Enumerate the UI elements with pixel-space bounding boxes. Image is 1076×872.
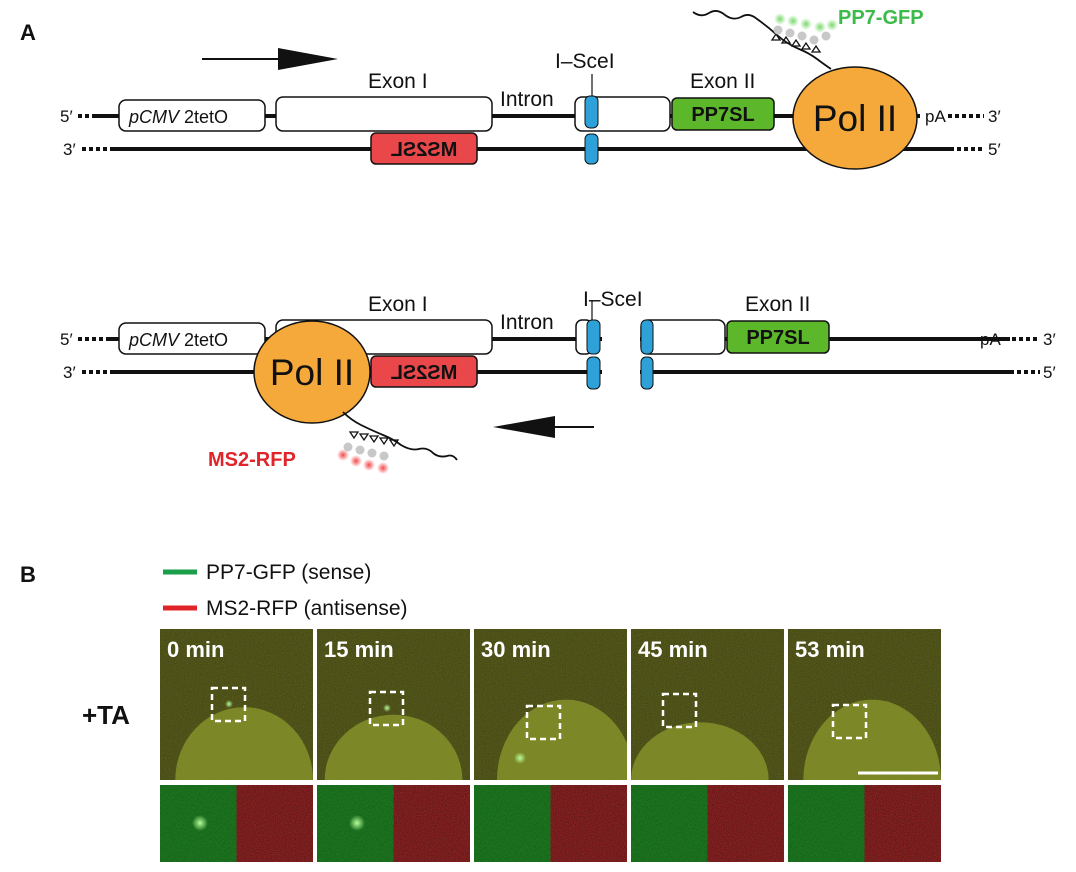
top-pa: pA [925,107,946,126]
transcription-spot [225,700,233,708]
bottom-pp7sl-box [726,320,830,354]
top-3prime-left: 3′ [63,140,76,159]
bottom-5prime-right: 5′ [1043,363,1056,382]
timepoint-label: 45 min [638,637,708,662]
bottom-polii [253,320,371,424]
top-exon2-box [574,96,671,132]
antisense-arrow-head [493,416,555,438]
zoom-spot [192,815,208,831]
top-exon2-label: Exon II [690,70,755,93]
bottom-exon2-box [640,319,726,355]
timepoint-label: 0 min [167,637,224,662]
bottom-isce-right-lower [640,356,654,390]
timepoint-label: 30 min [481,637,551,662]
row-label-ta: +TA [82,700,130,730]
top-probe-label: PP7-GFP [838,7,924,29]
roi-box [368,690,405,727]
top-pp7sl-box [671,97,775,131]
top-pp7gfp-probes [773,13,838,45]
bottom-3prime-right: 3′ [1043,330,1056,349]
top-isce-lower [584,133,599,165]
bottom-ms2sl-label: MS2SL [391,362,458,384]
bottom-5prime-left: 5′ [60,330,73,349]
top-intron-label: Intron [500,88,554,111]
micrograph-4: 53 min [788,629,942,862]
bottom-promoter-box [118,322,266,355]
top-promoter-box [118,99,266,132]
bottom-ms2sl-box [370,355,478,388]
timepoint-label: 15 min [324,637,394,662]
top-exon1-label: Exon I [368,70,428,93]
bottom-isce-left-upper [586,319,601,355]
micrograph-0: 0 min [160,629,313,862]
top-ms2sl-label: MS2SL [391,139,458,161]
bottom-construct: 5′ 3′ 3′ 5′ pA pCMV 2tetO Exon I Intron … [60,288,1056,474]
sense-arrow-head [278,48,338,70]
top-polii [792,66,918,170]
legend-label-red: MS2-RFP (antisense) [206,597,408,620]
bottom-3prime-left: 3′ [63,363,76,382]
roi-box [661,692,698,729]
bottom-nascent-rna [342,411,458,461]
top-promoter-label: pCMV 2tetO [128,107,228,127]
roi-box [210,686,247,723]
transcription-spot [383,704,391,712]
micrograph-row: 0 min 15 min 30 min 45 min 53 min [0,629,1076,872]
top-stem-loops [770,32,822,53]
top-exon1-box [275,96,493,132]
legend-label-green: PP7-GFP (sense) [206,561,371,584]
top-5prime-right: 5′ [988,140,1001,159]
top-polii-label: Pol II [813,98,897,139]
panel-b-label: B [20,562,36,587]
bottom-pa: pA [980,330,1001,349]
top-construct: 5′ 3′ 3′ 5′ pA pCMV 2tetO Exon I Intron … [60,7,1001,170]
bottom-promoter-label: pCMV 2tetO [128,330,228,350]
bottom-polii-label: Pol II [270,352,354,393]
micrograph-2: 30 min [474,629,635,862]
roi-box [525,704,562,741]
zoom-spot [349,815,365,831]
micrograph-1: 15 min [317,629,470,862]
top-pp7sl-label: PP7SL [691,104,754,126]
bottom-isce-label: I–SceI [583,288,643,311]
top-nascent-rna [692,10,832,70]
bottom-isce-left-lower [586,356,601,390]
bottom-isce-right-upper [640,319,654,355]
bottom-break-gap [602,325,640,387]
bottom-exon2-label: Exon II [745,293,810,316]
micrograph-3: 45 min [631,629,784,862]
timepoint-label: 53 min [795,637,865,662]
legend: PP7-GFP (sense) MS2-RFP (antisense) [163,561,408,620]
bottom-probe-label: MS2-RFP [208,449,296,471]
top-3prime-right: 3′ [988,107,1001,126]
bottom-intron-label: Intron [500,311,554,334]
bottom-exon1-label: Exon I [368,293,428,316]
top-ms2sl-box [370,132,478,165]
top-5prime-left: 5′ [60,107,73,126]
bottom-pp7sl-label: PP7SL [746,327,809,349]
bottom-stem-loops [348,431,400,448]
top-isce-label: I–SceI [555,50,615,73]
top-isce-upper [584,95,599,129]
panel-a-label: A [20,20,36,45]
bottom-ms2rfp-probes [337,442,389,474]
roi-box [831,703,868,740]
